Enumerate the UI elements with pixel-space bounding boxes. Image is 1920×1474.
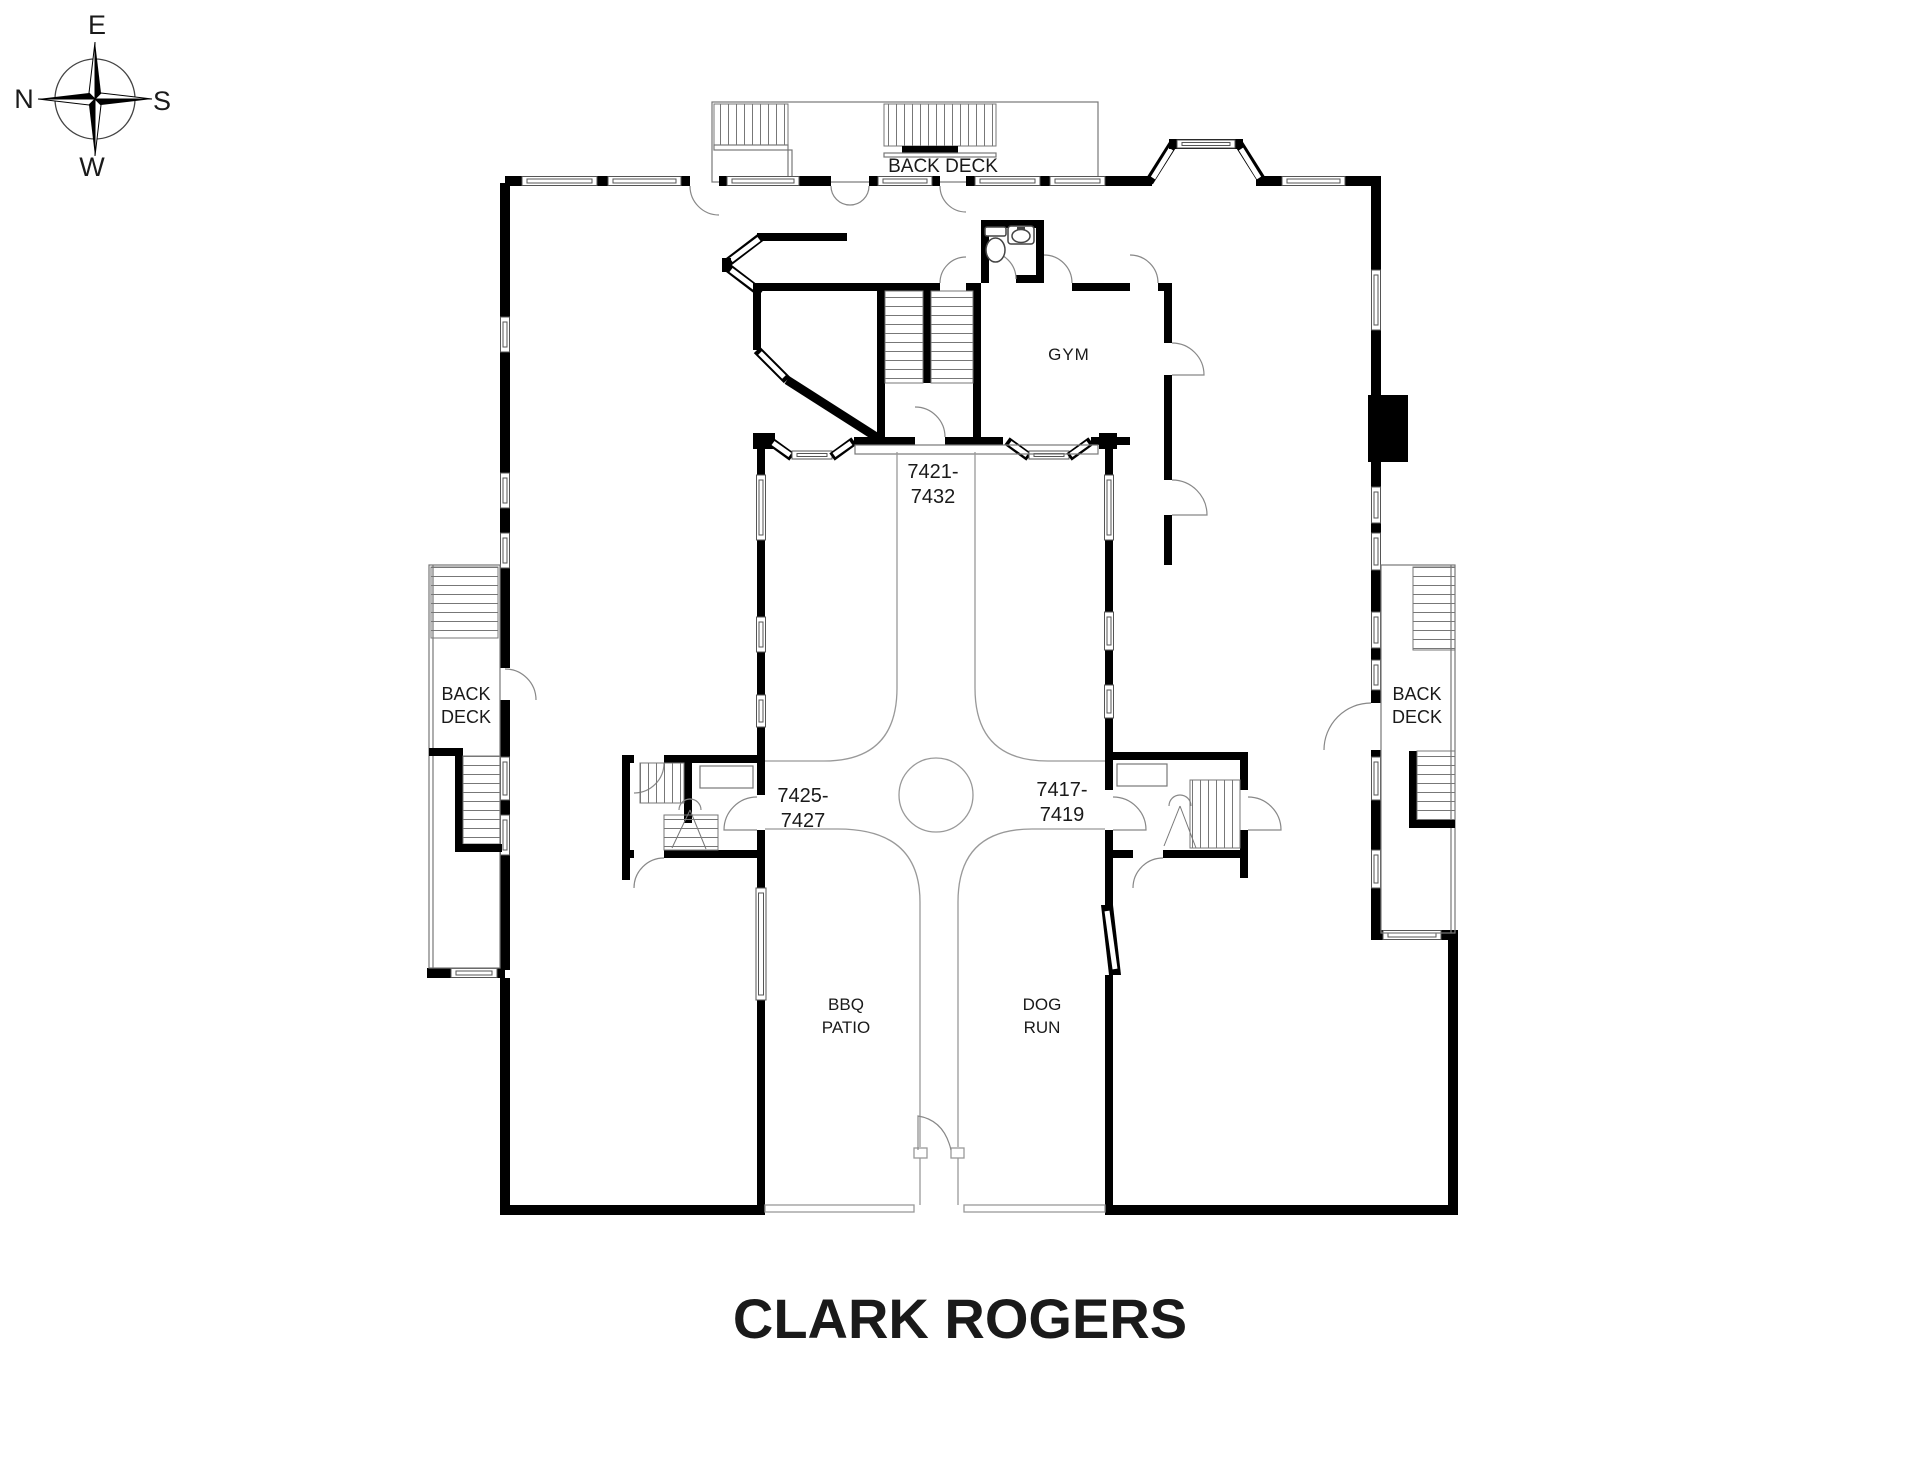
compass-south-label: S xyxy=(153,86,171,116)
window-pane xyxy=(612,178,677,184)
middle-unit-top-wall xyxy=(753,406,1130,461)
window-pane xyxy=(1106,616,1112,646)
gym-label: GYM xyxy=(1048,345,1090,364)
toilet-icon xyxy=(984,226,1007,263)
window-pane xyxy=(979,178,1036,184)
unit-left-label-2: 7427 xyxy=(781,810,826,832)
window-pane xyxy=(882,178,928,184)
gym-block: GYM xyxy=(722,220,1208,565)
window-pane xyxy=(796,453,828,457)
middle-unit-side-walls xyxy=(723,437,1147,1213)
compass-rose-icon: E N S W xyxy=(14,10,171,182)
compass-east-label: E xyxy=(88,10,106,40)
window-pane xyxy=(502,819,508,851)
window-pane xyxy=(455,970,493,976)
compass-west-label: W xyxy=(79,152,105,182)
back-deck-right-label-2: DECK xyxy=(1392,707,1442,727)
window-pane xyxy=(1106,479,1112,536)
dog-run-label-2: RUN xyxy=(1024,1018,1061,1037)
window-pane xyxy=(758,621,764,648)
top-back-deck: BACK DECK xyxy=(711,101,1099,183)
window-pane xyxy=(1373,537,1379,566)
window-pane xyxy=(1373,664,1379,686)
window-pane xyxy=(1181,142,1231,146)
window-pane xyxy=(502,761,508,796)
back-deck-left-label-2: DECK xyxy=(441,707,491,727)
bbq-patio-label-2: PATIO xyxy=(822,1018,871,1037)
walkway-paths xyxy=(764,452,1106,1213)
window-pane xyxy=(758,479,764,536)
window-pane xyxy=(1373,616,1379,644)
unit-middle-label-2: 7432 xyxy=(911,486,956,508)
winder-stairs-left xyxy=(639,762,719,851)
window-pane xyxy=(1373,491,1379,519)
window-pane xyxy=(758,699,764,723)
window-pane xyxy=(1106,689,1112,714)
back-deck-top-label: BACK DECK xyxy=(888,156,998,177)
windows xyxy=(450,139,1442,978)
window-pane xyxy=(1373,854,1379,884)
window-pane xyxy=(1286,178,1341,184)
bathroom xyxy=(981,220,1044,283)
window-pane xyxy=(731,178,795,184)
compass-north-label: N xyxy=(14,84,34,114)
page-title: CLARK ROGERS xyxy=(733,1287,1187,1350)
winder-stairs-right xyxy=(1163,779,1241,849)
back-deck-right-label-1: BACK xyxy=(1392,684,1441,704)
exterior-doors xyxy=(504,185,1372,751)
window-pane xyxy=(758,892,764,996)
walkway-circle xyxy=(898,757,974,833)
main-stairs xyxy=(877,290,981,445)
window-pane xyxy=(502,477,508,504)
unit-left-label-1: 7425- xyxy=(777,785,828,807)
left-back-deck: BACK DECK xyxy=(428,564,502,969)
window-pane xyxy=(1054,178,1101,184)
window-pane xyxy=(1373,274,1379,326)
dog-run-label-1: DOG xyxy=(1023,995,1062,1014)
window-pane xyxy=(526,178,593,184)
window-pane xyxy=(502,321,508,348)
back-deck-left-label-1: BACK xyxy=(441,684,490,704)
gate xyxy=(913,1115,965,1205)
right-back-deck: BACK DECK xyxy=(1380,564,1456,934)
right-vestibule xyxy=(1113,752,1282,889)
unit-right-label-2: 7419 xyxy=(1040,804,1085,826)
sink-icon xyxy=(1007,225,1035,245)
unit-right-label-1: 7417- xyxy=(1036,779,1087,801)
area-labels: 7421- 7432 7425- 7427 7417- 7419 BBQ PAT… xyxy=(777,461,1087,1037)
bbq-patio-label-1: BBQ xyxy=(828,995,864,1014)
window-pane xyxy=(502,537,508,564)
left-vestibule xyxy=(622,755,757,889)
unit-middle-label-1: 7421- xyxy=(907,461,958,483)
window-pane xyxy=(1373,761,1379,796)
